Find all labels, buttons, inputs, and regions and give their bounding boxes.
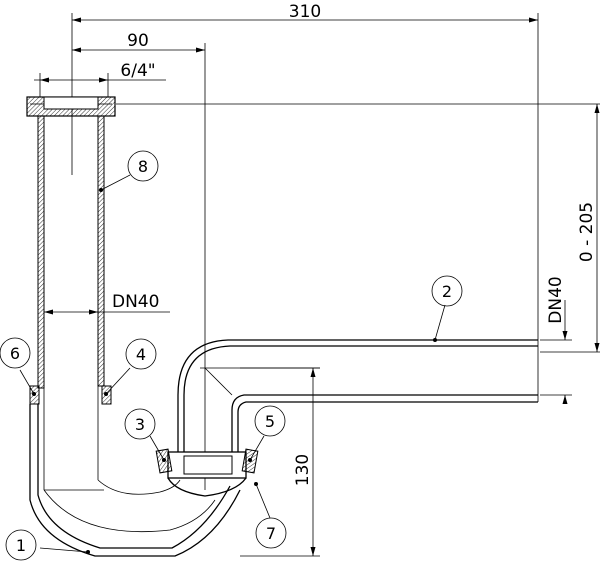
callout-6-label: 6 xyxy=(10,344,20,363)
side-seals xyxy=(29,385,112,405)
callout-7-label: 7 xyxy=(266,524,276,543)
dim-dn40-horizontal-label: DN40 xyxy=(546,276,566,323)
vertical-pipe: DN40 xyxy=(37,115,170,490)
callout-3-label: 3 xyxy=(135,415,145,434)
callout-5: 5 xyxy=(248,405,286,462)
top-nut xyxy=(26,96,116,117)
dim-height-range-label: 0 - 205 xyxy=(577,202,597,262)
trap-body xyxy=(29,404,241,557)
dimension-310: 310 xyxy=(71,2,539,340)
callout-8: 8 xyxy=(99,150,159,192)
callout-8-label: 8 xyxy=(138,157,148,176)
callout-4-label: 4 xyxy=(136,345,146,364)
dimension-0-205: 0 - 205 xyxy=(116,103,600,353)
dim-310-label: 310 xyxy=(289,2,321,22)
callout-1: 1 xyxy=(5,529,90,561)
callout-1-label: 1 xyxy=(16,536,26,555)
callout-2: 2 xyxy=(431,275,463,342)
dimension-90: 90 xyxy=(72,31,206,490)
callout-2-label: 2 xyxy=(442,282,452,301)
callout-3: 3 xyxy=(124,408,166,462)
callout-4: 4 xyxy=(104,338,157,396)
callout-6: 6 xyxy=(0,337,36,396)
coupling-nut xyxy=(155,448,259,497)
dim-130-label: 130 xyxy=(293,454,313,486)
callout-7: 7 xyxy=(254,482,287,549)
dim-90-label: 90 xyxy=(127,31,149,51)
dim-thread-label: 6/4" xyxy=(120,61,155,81)
dim-dn40-vertical-label: DN40 xyxy=(112,292,159,312)
callout-5-label: 5 xyxy=(265,412,275,431)
outlet-pipe xyxy=(177,339,539,452)
dimension-thread: 6/4" xyxy=(34,61,166,97)
dimension-dn40-horizontal: DN40 xyxy=(540,276,572,404)
